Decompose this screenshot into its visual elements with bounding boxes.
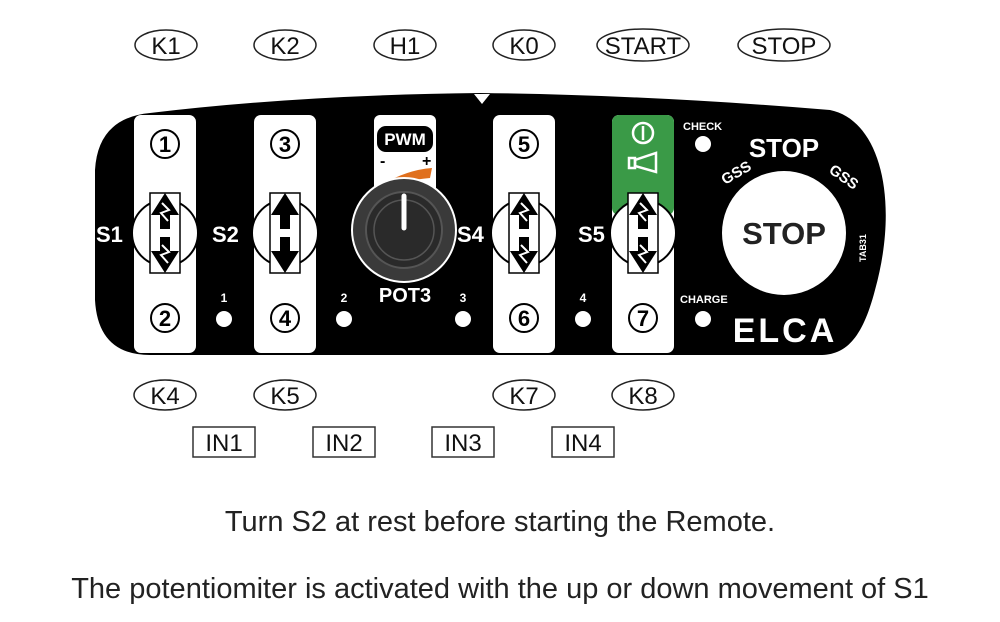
label-h1-text: H1 bbox=[390, 33, 421, 60]
key-7-number: 7 bbox=[637, 306, 649, 331]
key-2-number: 2 bbox=[159, 306, 171, 331]
pwm-plus: + bbox=[422, 153, 431, 170]
label-start: START bbox=[596, 28, 690, 62]
stop-button-label: STOP bbox=[742, 216, 826, 251]
horn-icon bbox=[627, 151, 658, 174]
label-k0: K0 bbox=[492, 29, 556, 61]
key-1: 1 bbox=[150, 129, 180, 159]
pwm-minus: - bbox=[380, 153, 385, 170]
label-k8-text: K8 bbox=[628, 383, 657, 410]
label-k5: K5 bbox=[253, 379, 317, 411]
toggle-switch-s4 bbox=[490, 192, 558, 274]
power-icon bbox=[631, 121, 655, 145]
label-stop-text: STOP bbox=[752, 33, 817, 60]
note-s2-rest: Turn S2 at rest before starting the Remo… bbox=[224, 506, 776, 538]
top-labels: K1 K2 H1 K0 START STOP bbox=[134, 28, 831, 62]
key-6-number: 6 bbox=[518, 306, 530, 331]
label-h1: H1 bbox=[373, 29, 437, 61]
label-k0-text: K0 bbox=[509, 33, 538, 60]
pwm-label: PWM bbox=[384, 130, 426, 149]
switch-labels: S1 S2 S4 S5 bbox=[96, 222, 605, 247]
check-led bbox=[695, 136, 711, 152]
led-2-number: 2 bbox=[341, 291, 348, 305]
start-key-cap bbox=[612, 115, 674, 215]
label-k7: K7 bbox=[492, 379, 556, 411]
brand-logo: ELCA bbox=[733, 312, 838, 350]
pot-label: POT3 bbox=[379, 285, 431, 307]
toggle-switch-s1 bbox=[131, 192, 199, 274]
label-stop: STOP bbox=[737, 28, 831, 62]
label-k5-text: K5 bbox=[270, 383, 299, 410]
led-4-number: 4 bbox=[580, 291, 587, 305]
label-k2-text: K2 bbox=[270, 33, 299, 60]
toggle-switch-s5 bbox=[609, 192, 677, 274]
label-k1-text: K1 bbox=[151, 33, 180, 60]
switch-label-s2: S2 bbox=[212, 222, 239, 247]
label-in2-text: IN2 bbox=[325, 430, 362, 457]
label-k4: K4 bbox=[133, 379, 197, 411]
charge-led bbox=[695, 311, 711, 327]
note-potentiometer: The potentiomiter is activated with the … bbox=[71, 573, 929, 605]
key-4-number: 4 bbox=[279, 306, 292, 331]
label-in2: IN2 bbox=[312, 426, 376, 458]
label-in1: IN1 bbox=[192, 426, 256, 458]
led-1-number: 1 bbox=[221, 291, 228, 305]
led-4 bbox=[575, 311, 591, 327]
key-7: 7 bbox=[628, 303, 658, 333]
pwm-badge bbox=[377, 126, 433, 152]
toggle-switch-s2 bbox=[251, 192, 319, 274]
model-label: TAB31 bbox=[858, 234, 868, 262]
panel-notch bbox=[474, 94, 490, 104]
label-start-text: START bbox=[605, 33, 682, 60]
label-in4-text: IN4 bbox=[564, 430, 601, 457]
key-2: 2 bbox=[150, 303, 180, 333]
key-3-number: 3 bbox=[279, 132, 291, 157]
stop-button[interactable]: STOP bbox=[722, 171, 846, 295]
potentiometer-knob[interactable] bbox=[351, 177, 457, 283]
leds: 1 2 3 4 bbox=[216, 291, 591, 327]
led-3 bbox=[455, 311, 471, 327]
bottom-labels: K4 K5 K7 K8 bbox=[133, 379, 675, 411]
label-in4: IN4 bbox=[551, 426, 615, 458]
key-6: 6 bbox=[509, 303, 539, 333]
led-3-number: 3 bbox=[460, 291, 467, 305]
key-1-number: 1 bbox=[159, 132, 171, 157]
key-5-number: 5 bbox=[518, 132, 530, 157]
label-k2: K2 bbox=[253, 29, 317, 61]
label-k4-text: K4 bbox=[150, 383, 179, 410]
label-in3: IN3 bbox=[431, 426, 495, 458]
stop-title: STOP bbox=[749, 133, 819, 163]
charge-label: CHARGE bbox=[680, 294, 728, 306]
remote-control-diagram: K1 K2 H1 K0 START STOP bbox=[95, 28, 886, 458]
toggle-switches bbox=[131, 192, 677, 274]
switch-label-s1: S1 bbox=[96, 222, 123, 247]
label-k1: K1 bbox=[134, 29, 198, 61]
led-1 bbox=[216, 311, 232, 327]
led-2 bbox=[336, 311, 352, 327]
key-4: 4 bbox=[270, 303, 300, 333]
check-label: CHECK bbox=[683, 121, 722, 133]
label-k8: K8 bbox=[611, 379, 675, 411]
key-5: 5 bbox=[509, 129, 539, 159]
key-3: 3 bbox=[270, 129, 300, 159]
label-in1-text: IN1 bbox=[205, 430, 242, 457]
label-k7-text: K7 bbox=[509, 383, 538, 410]
switch-label-s5: S5 bbox=[578, 222, 605, 247]
switch-label-s4: S4 bbox=[457, 222, 485, 247]
key-numbers: 1 3 5 2 4 6 7 bbox=[150, 129, 658, 333]
label-in3-text: IN3 bbox=[444, 430, 481, 457]
input-labels: IN1 IN2 IN3 IN4 bbox=[192, 426, 615, 458]
